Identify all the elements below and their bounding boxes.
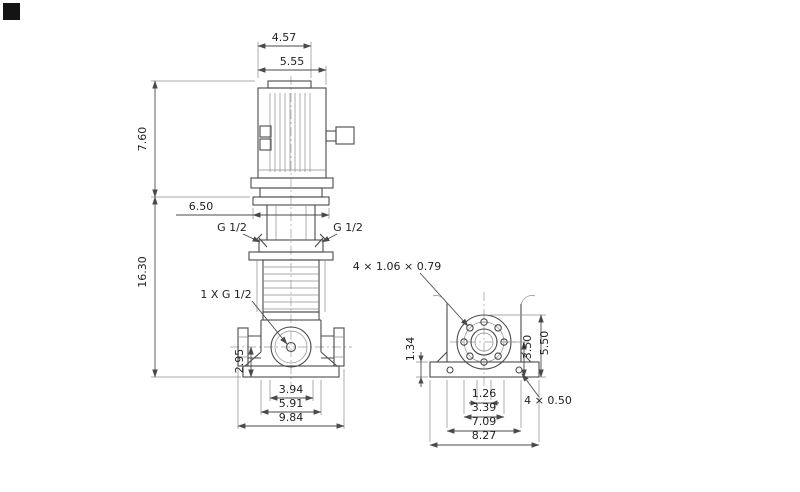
end-centerlines (450, 292, 518, 387)
foot-hole-right (515, 366, 523, 374)
dim-body-width: 7.09 (472, 415, 497, 428)
terminal-detail-upper (259, 125, 272, 138)
terminal-detail-lower (259, 138, 272, 151)
dim-hub: 1.26 (472, 387, 497, 400)
stage-ribs (263, 266, 319, 310)
foot-note-label: 4 × 0.50 (524, 394, 572, 407)
conduit-neck (325, 130, 337, 142)
motor-body (257, 87, 327, 179)
dim-port-center: 2.95 (233, 349, 246, 374)
dim-flange-face: 3.94 (279, 383, 304, 396)
corner-logo-mark (3, 3, 20, 20)
port-face-circle (270, 326, 312, 368)
base-gussets (436, 351, 532, 363)
terminal-box (335, 126, 355, 145)
pump-base-front (237, 319, 345, 378)
dim-cap-width: 4.57 (272, 31, 297, 44)
end-view: 4 × 1.06 × 0.79 1.34 3.50 5.50 1.26 3.39… (353, 260, 572, 448)
base-plate-front (242, 365, 340, 378)
dim-motor-height: 7.60 (136, 127, 149, 152)
flange-bore-circle (470, 328, 498, 356)
dim-motor-width: 5.55 (280, 55, 305, 68)
flange-bolt-holes (460, 318, 508, 366)
motor-fins (269, 93, 311, 172)
drain-note-label: 1 X G 1/2 (200, 288, 251, 301)
drain-plug-circle (285, 341, 297, 353)
dim-pump-height: 16.30 (136, 256, 149, 288)
dim-bore: 3.39 (472, 401, 497, 414)
front-view: 4.57 5.55 7.60 16.30 6.50 G 1/2 G 1/2 1 … (136, 31, 363, 429)
bolt-note-label: 4 × 1.06 × 0.79 (353, 260, 441, 273)
dim-flange-top: 5.50 (538, 331, 551, 356)
stool-flange-plate (252, 196, 330, 206)
dim-base-height: 1.34 (404, 337, 417, 362)
motor-outline (257, 80, 355, 179)
foot-hole-left (446, 366, 454, 374)
dim-base-width: 5.91 (279, 397, 304, 410)
discharge-flange (333, 327, 345, 367)
motor-fan-cap (267, 80, 312, 89)
bolt-circle (463, 321, 505, 363)
port-left-label: G 1/2 (217, 221, 247, 234)
dim-overall-width: 9.84 (279, 411, 304, 424)
dim-port-height: 3.50 (521, 335, 534, 360)
staybolts (256, 260, 326, 312)
dim-base-length: 8.27 (472, 429, 497, 442)
front-dimensions: 4.57 5.55 7.60 16.30 6.50 G 1/2 G 1/2 1 … (136, 31, 363, 429)
suction-flange (237, 327, 249, 367)
sleeve-sides (446, 304, 522, 352)
end-dimensions: 4 × 1.06 × 0.79 1.34 3.50 5.50 1.26 3.39… (353, 260, 572, 448)
dim-stool-flange: 6.50 (189, 200, 214, 213)
port-right-label: G 1/2 (333, 221, 363, 234)
